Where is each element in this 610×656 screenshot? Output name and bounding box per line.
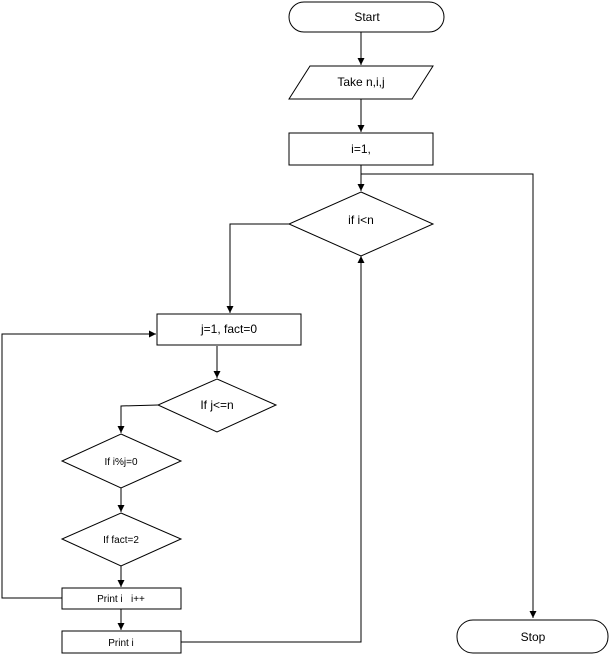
cond-j-node: If j<=n bbox=[156, 378, 278, 433]
init-i-node: i=1, bbox=[288, 132, 434, 166]
start-node: Start bbox=[288, 1, 445, 33]
input-node: Take n,i,j bbox=[288, 65, 434, 100]
init-j-node: j=1, fact=0 bbox=[156, 313, 302, 346]
print-i-node: Print i bbox=[61, 630, 182, 654]
cond-i-node: if i<n bbox=[287, 191, 435, 257]
stop-node: Stop bbox=[456, 619, 609, 654]
edge-cond-j-cond-mod bbox=[117, 404, 159, 433]
edge-cond-i-true-init-j bbox=[226, 223, 289, 313]
cond-j-label: If j<=n bbox=[200, 398, 233, 412]
cond-fact-label: If fact=2 bbox=[103, 535, 139, 546]
stop-label: Stop bbox=[521, 630, 546, 644]
input-label: Take n,i,j bbox=[337, 75, 384, 89]
cond-i-label: if i<n bbox=[348, 213, 374, 227]
start-label: Start bbox=[354, 10, 380, 24]
print-inc-label: Print i i++ bbox=[97, 594, 145, 605]
print-inc-node: Print i i++ bbox=[61, 587, 182, 610]
edge-cond-i-false-stop bbox=[361, 173, 537, 618]
init-i-label: i=1, bbox=[351, 142, 371, 156]
cond-fact-node: If fact=2 bbox=[60, 512, 183, 567]
init-j-label: j=1, fact=0 bbox=[200, 322, 257, 336]
print-i-label: Print i bbox=[108, 638, 134, 649]
cond-mod-node: If i%j=0 bbox=[60, 433, 183, 489]
edge-print-i-loop-cond-i bbox=[181, 256, 365, 643]
edge-print-inc-loop-init-j bbox=[1, 330, 156, 599]
cond-mod-label: If i%j=0 bbox=[104, 457, 138, 468]
